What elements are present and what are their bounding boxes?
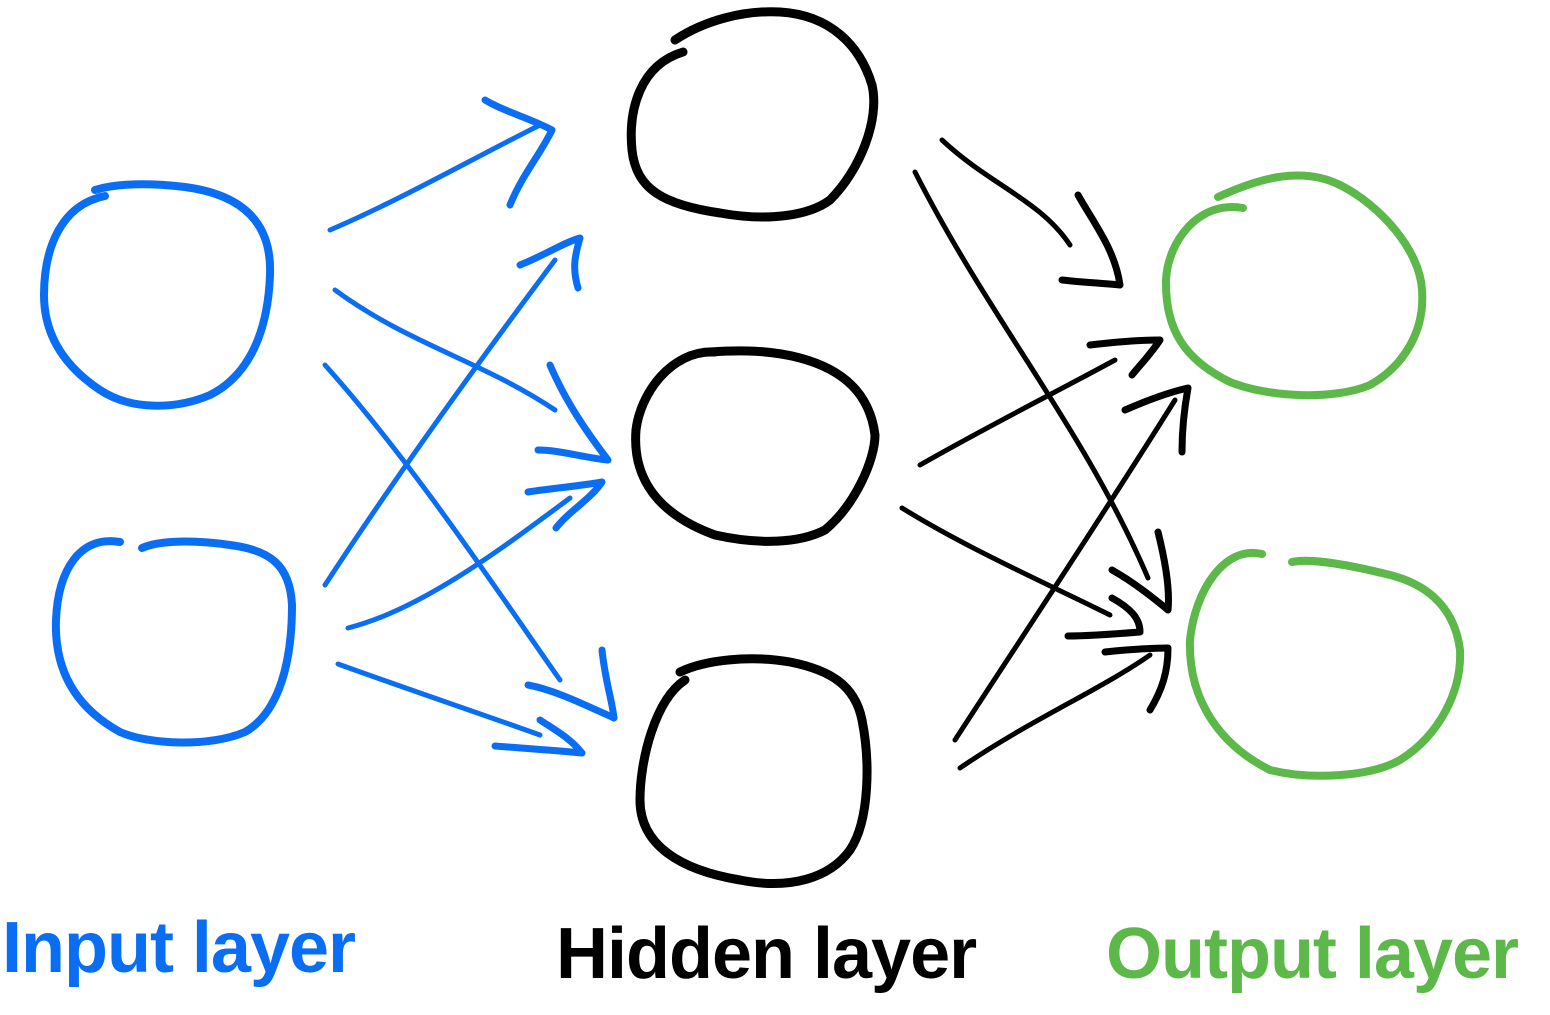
- hidden-layer-label: Hidden layer: [556, 914, 977, 994]
- hidden-node-1: [626, 7, 879, 222]
- input-to-hidden-connections: [322, 96, 618, 757]
- arrow-head: [1108, 528, 1172, 614]
- arrow-head: [491, 716, 586, 757]
- connection-arrow: [335, 661, 543, 738]
- hidden-node-3: [635, 654, 872, 888]
- output-layer-label: Output layer: [1106, 914, 1519, 994]
- input-layer-label: Input layer: [2, 908, 356, 988]
- connection-arrow: [899, 505, 1113, 618]
- connection-arrow: [952, 397, 1178, 743]
- connection-arrow: [957, 652, 1153, 771]
- connection-arrow: [912, 169, 1151, 581]
- arrow-head: [1121, 384, 1192, 456]
- arrow-head: [1058, 191, 1124, 289]
- output-node-2: [1185, 548, 1465, 780]
- output-layer: [1161, 171, 1465, 780]
- connection-arrow: [332, 287, 558, 413]
- hidden-to-output-connections: [899, 137, 1192, 771]
- arrow-head: [1064, 594, 1144, 640]
- connection-arrow: [322, 257, 558, 588]
- arrow-head: [516, 234, 584, 292]
- connection-arrow: [345, 495, 573, 631]
- arrow-head: [524, 646, 618, 722]
- arrow-head: [534, 361, 612, 464]
- output-node-1: [1161, 171, 1427, 400]
- connection-arrow: [939, 137, 1073, 248]
- hidden-node-2: [631, 346, 880, 546]
- connection-arrow: [322, 362, 563, 683]
- hidden-layer: [626, 7, 880, 888]
- arrow-head: [1101, 644, 1172, 714]
- arrow-head: [524, 478, 606, 532]
- arrow-head: [481, 96, 556, 209]
- input-layer: [40, 180, 296, 747]
- input-node-1: [40, 180, 275, 410]
- connection-arrow: [917, 357, 1118, 468]
- input-node-2: [51, 537, 296, 747]
- connection-arrow: [327, 122, 543, 233]
- arrow-head: [1086, 336, 1164, 379]
